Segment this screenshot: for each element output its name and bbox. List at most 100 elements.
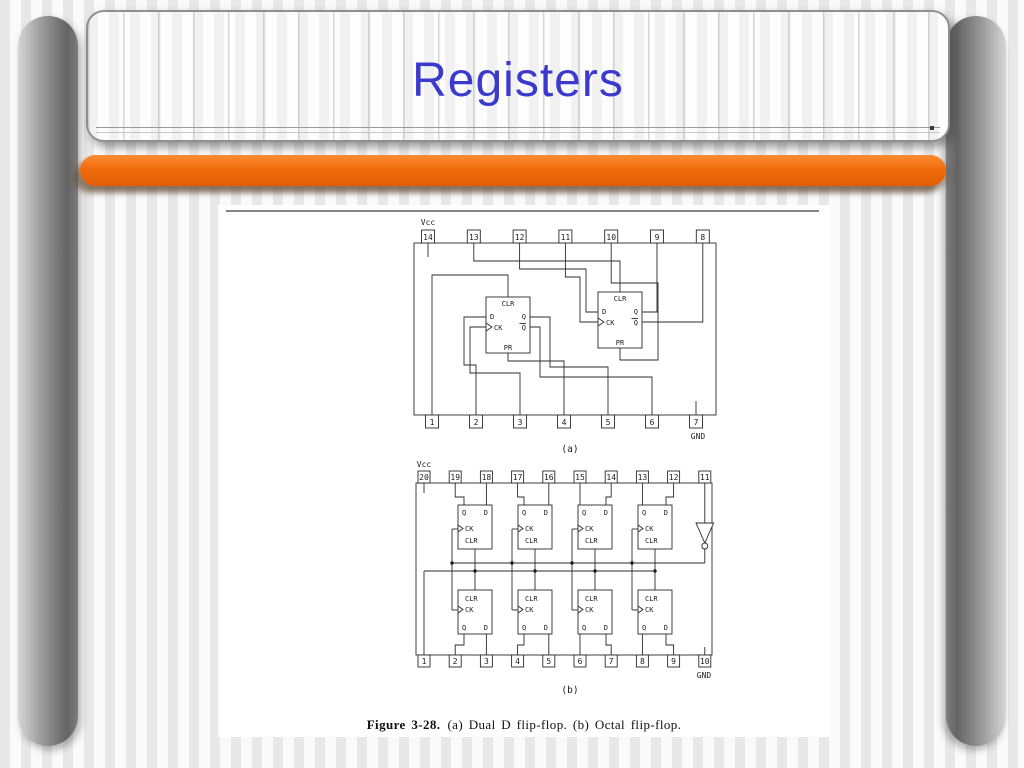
pin-box	[448, 470, 462, 484]
q-label: Q	[642, 624, 646, 632]
pin-number: 13	[469, 233, 479, 242]
pin-box	[542, 654, 556, 668]
wire	[473, 243, 621, 292]
pr-label: PR	[616, 339, 625, 347]
flipflop-box	[597, 291, 643, 349]
wire	[469, 326, 521, 415]
pin-box	[698, 654, 712, 668]
wires-a	[427, 243, 704, 415]
ck-label: CK	[465, 525, 474, 533]
pin-box	[417, 470, 431, 484]
pin-number: 7	[694, 418, 699, 427]
clr-label: CLR	[645, 537, 658, 545]
pin-number: 14	[423, 233, 433, 242]
pin-box	[466, 229, 481, 244]
pin-number: 9	[655, 233, 660, 242]
inverter-triangle	[695, 522, 715, 545]
right-curve-decoration	[946, 16, 1006, 746]
pin-number: 3	[484, 657, 489, 666]
clr-label: CLR	[465, 537, 478, 545]
ck-label: CK	[525, 606, 534, 614]
pin-box	[511, 654, 525, 668]
pin-box	[698, 470, 712, 484]
clock-wedge-icon	[637, 524, 644, 533]
d-label: D	[664, 624, 668, 632]
wire	[642, 243, 658, 313]
qbar-label: Q	[522, 324, 526, 332]
pin-number: 4	[562, 418, 567, 427]
wire	[530, 316, 609, 415]
pin-number: 15	[575, 473, 585, 482]
pin-number: 17	[513, 473, 523, 482]
ck-label: CK	[645, 525, 654, 533]
pin-box	[695, 229, 710, 244]
pin-box	[601, 414, 615, 429]
pin-number: 12	[515, 233, 525, 242]
pin-number: 16	[544, 473, 554, 482]
d-label: D	[602, 308, 606, 316]
pin-box	[558, 229, 573, 244]
pin-box	[604, 470, 618, 484]
clock-wedge-icon	[457, 524, 464, 533]
title-underline	[96, 126, 940, 133]
figure-caption-label: Figure 3-28.	[366, 717, 441, 732]
inverter-symbol	[695, 522, 715, 550]
pin-box	[417, 654, 431, 668]
clock-wedge-icon	[637, 605, 644, 614]
pin-box	[689, 414, 703, 429]
flipflop-box	[457, 589, 493, 635]
figure-caption: Figure 3-28.(a) Dual D flip-flop. (b) Oc…	[218, 717, 830, 733]
d-label: D	[544, 509, 548, 517]
junction-dot	[450, 561, 454, 565]
pin-box	[667, 470, 681, 484]
clock-wedge-icon	[517, 524, 524, 533]
title-box: Registers	[86, 10, 950, 142]
wire	[564, 243, 598, 323]
clock-wedge-icon	[577, 524, 584, 533]
flipflop-box	[637, 504, 673, 550]
junction-dot	[510, 561, 514, 565]
pin-number: 12	[669, 473, 679, 482]
sublabel-b: (b)	[561, 685, 578, 696]
ck-label: CK	[585, 525, 594, 533]
gnd-label: GND	[697, 671, 712, 680]
clr-label: CLR	[502, 300, 515, 308]
flipflop-box	[517, 504, 553, 550]
junction-dot	[630, 561, 634, 565]
pin-number: 4	[515, 657, 520, 666]
pin-number: 10	[700, 657, 710, 666]
d-label: D	[604, 509, 608, 517]
flipflop-box	[637, 589, 673, 635]
vcc-label: Vcc	[417, 460, 432, 469]
pin-number: 9	[671, 657, 676, 666]
pin-box	[479, 654, 493, 668]
flipflop-box	[517, 589, 553, 635]
pin-number: 5	[546, 657, 551, 666]
pin-box	[448, 654, 462, 668]
junction-dot	[533, 569, 537, 573]
wires-b	[423, 483, 706, 655]
clr-label: CLR	[525, 537, 538, 545]
q-label: Q	[522, 624, 526, 632]
pin-number: 6	[578, 657, 583, 666]
pin-box	[469, 414, 483, 429]
pin-number: 10	[606, 233, 616, 242]
pin-box	[667, 654, 681, 668]
pin-box	[604, 229, 619, 244]
wire	[517, 483, 525, 505]
q-label: Q	[522, 509, 526, 517]
wire	[517, 634, 525, 655]
wire	[605, 483, 612, 505]
ck-label: CK	[645, 606, 654, 614]
q-label: Q	[582, 509, 586, 517]
slide-title: Registers	[412, 53, 624, 107]
